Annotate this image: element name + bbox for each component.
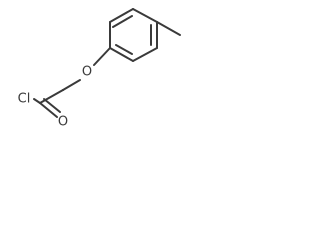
carbonyl-double-bond-outer [39, 102, 58, 118]
ring-to-ether-oxygen-bond [93, 47, 111, 66]
ch2-to-carbonyl-bond [39, 89, 64, 104]
benzene-ring [109, 8, 158, 62]
ether-oxygen-to-ch2-bond [62, 79, 81, 91]
ether-oxygen-label: O [82, 65, 92, 80]
ring-bond-5-inner [115, 44, 133, 55]
ring-bond-1-inner [112, 15, 133, 28]
ring-bond-5 [109, 47, 134, 62]
ring-bond-2 [132, 8, 158, 23]
carbonyl-double-bond-a [43, 98, 61, 113]
ring-bond-4 [132, 47, 158, 62]
ring-bond-1 [109, 8, 134, 23]
carbonyl-oxygen-label: O [58, 115, 68, 130]
methyl-bond [156, 21, 181, 36]
chlorine-label: Cl [18, 92, 31, 107]
chemical-structure-diagram: O O Cl [18, 8, 181, 130]
carbonyl-to-chlorine-bond [33, 98, 41, 104]
